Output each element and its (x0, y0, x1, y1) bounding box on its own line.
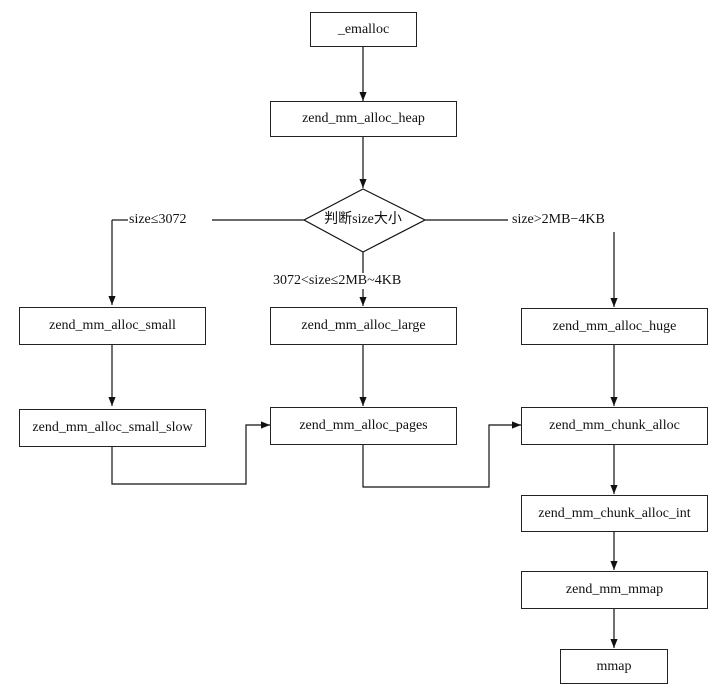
node-alloc-heap: zend_mm_alloc_heap (270, 101, 457, 137)
node-mm-mmap: zend_mm_mmap (521, 571, 708, 609)
node-alloc-small-slow: zend_mm_alloc_small_slow (19, 409, 206, 447)
decision-label: 判断size大小 (324, 212, 402, 227)
decision-diamond (302, 188, 427, 253)
edge-label-huge: size>2MB−4KB (512, 212, 605, 228)
edge-pages-chunk (362, 421, 521, 488)
node-alloc-huge: zend_mm_alloc_huge (521, 308, 708, 345)
node-alloc-large: zend_mm_alloc_large (270, 307, 457, 345)
node-alloc-small: zend_mm_alloc_small (19, 307, 206, 345)
node-alloc-pages: zend_mm_alloc_pages (270, 407, 457, 445)
edge-slow-pages (111, 421, 270, 485)
node-chunk-alloc: zend_mm_chunk_alloc (521, 407, 708, 445)
node-emalloc: _emalloc (310, 12, 417, 47)
edge-label-small: size≤3072 (129, 212, 187, 228)
node-mmap: mmap (560, 649, 668, 684)
node-chunk-alloc-int: zend_mm_chunk_alloc_int (521, 495, 708, 532)
edge-label-large: 3072<size≤2MB~4KB (273, 273, 402, 289)
